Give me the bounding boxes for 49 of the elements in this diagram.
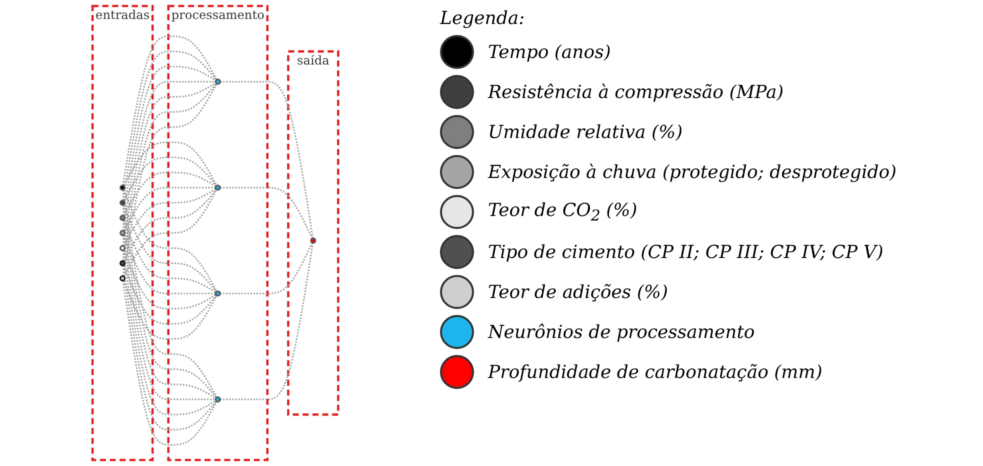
legend-text: Exposição à chuva (protegido; desprotegido) xyxy=(488,162,897,182)
connector xyxy=(122,280,218,446)
connector xyxy=(122,189,218,277)
node-circle xyxy=(119,275,126,282)
node-circle xyxy=(119,245,126,252)
node-circle xyxy=(310,238,316,244)
legend-text: Teor de CO$_{2}$ (%) xyxy=(488,200,638,224)
legend-text: Neurônios de processamento xyxy=(488,322,755,342)
cluster: saída xyxy=(286,50,339,416)
connector xyxy=(220,80,314,238)
connector xyxy=(122,250,216,416)
connector xyxy=(122,188,216,246)
legend-text: Resistência à compressão (MPa) xyxy=(488,82,784,102)
connector xyxy=(220,242,313,294)
connector xyxy=(122,172,216,216)
legend-text: Umidade relativa (%) xyxy=(488,122,683,142)
node-circle xyxy=(119,214,126,221)
connector xyxy=(122,50,217,201)
node-circle xyxy=(214,184,221,191)
legend-text: Tempo (anos) xyxy=(488,42,611,62)
node-circle xyxy=(119,230,126,236)
connector xyxy=(122,188,217,262)
legend-text: Teor de adições (%) xyxy=(488,282,668,302)
legend-text: Tipo de cimento (CP II; CP III; CP IV; CP V) xyxy=(488,242,884,262)
connector xyxy=(122,36,218,186)
connector xyxy=(122,234,216,294)
connector xyxy=(122,280,218,340)
cluster: processamento xyxy=(166,4,268,462)
connector xyxy=(122,265,217,325)
connector xyxy=(220,186,313,239)
legend-text: Profundidade de carbonatação (mm) xyxy=(488,362,822,382)
connector xyxy=(122,66,216,216)
connector xyxy=(122,156,217,202)
connector xyxy=(122,265,217,430)
node-circle xyxy=(214,396,221,402)
legend-title: Legenda: xyxy=(440,8,526,29)
cluster: entradas xyxy=(91,4,154,462)
node-circle xyxy=(119,200,126,206)
connector xyxy=(122,250,216,310)
connector xyxy=(122,189,218,292)
node-circle xyxy=(214,290,221,297)
connector xyxy=(122,220,216,293)
connector xyxy=(122,186,216,232)
node-circle xyxy=(119,184,126,191)
connector xyxy=(220,242,314,400)
node-circle xyxy=(119,260,126,266)
connector xyxy=(122,204,217,292)
connector xyxy=(122,141,218,186)
node-circle xyxy=(214,78,221,85)
